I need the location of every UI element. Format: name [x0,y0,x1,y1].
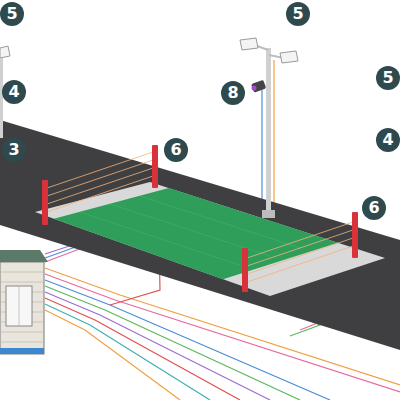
infrared-posts [42,145,358,292]
callout-number: 5 [286,2,310,26]
weighbridge-pad [35,182,385,296]
callout-number: 5 [0,2,24,26]
road [0,120,400,350]
callout-number: 4 [2,80,26,104]
control-building [0,250,48,354]
callout-number: 4 [376,128,400,152]
callout-number: 5 [376,66,400,90]
callout-number: 8 [221,81,245,105]
light-pole [240,38,298,218]
callout-number: 6 [362,196,386,220]
light-beams [47,152,353,282]
callout-number: 6 [164,138,188,162]
callout-number: 3 [2,138,26,162]
